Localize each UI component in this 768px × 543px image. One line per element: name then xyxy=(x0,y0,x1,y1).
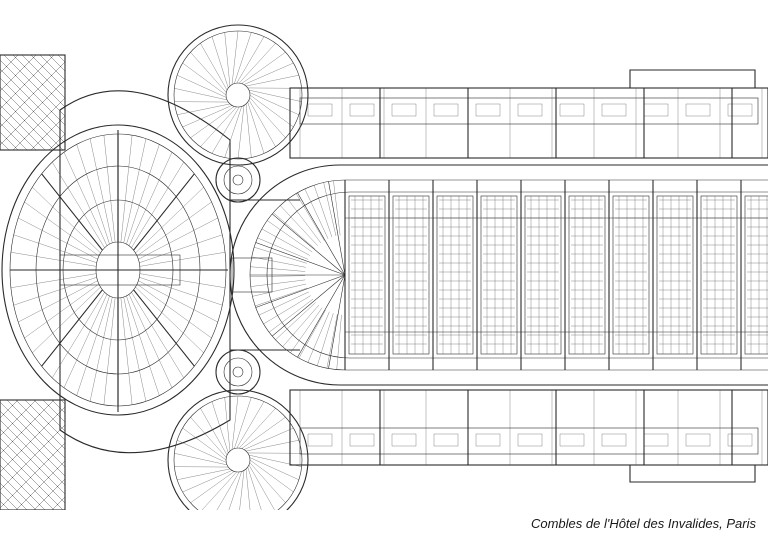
drawing-caption: Combles de l'Hôtel des Invalides, Paris xyxy=(530,516,756,531)
roof-wing-top xyxy=(289,69,768,159)
architectural-plan-drawing xyxy=(0,24,768,510)
corner-block-top-left xyxy=(0,54,66,151)
staircase-bottom xyxy=(167,389,309,510)
lantern-tower-top xyxy=(215,157,261,203)
corner-block-bottom-left xyxy=(0,399,66,510)
roof-wing-bottom xyxy=(289,389,768,483)
connecting-passage xyxy=(230,199,300,351)
staircase-top xyxy=(167,24,309,166)
dome-plan xyxy=(1,90,235,454)
lantern-tower-bottom xyxy=(215,349,261,395)
nave-vault xyxy=(229,164,768,386)
